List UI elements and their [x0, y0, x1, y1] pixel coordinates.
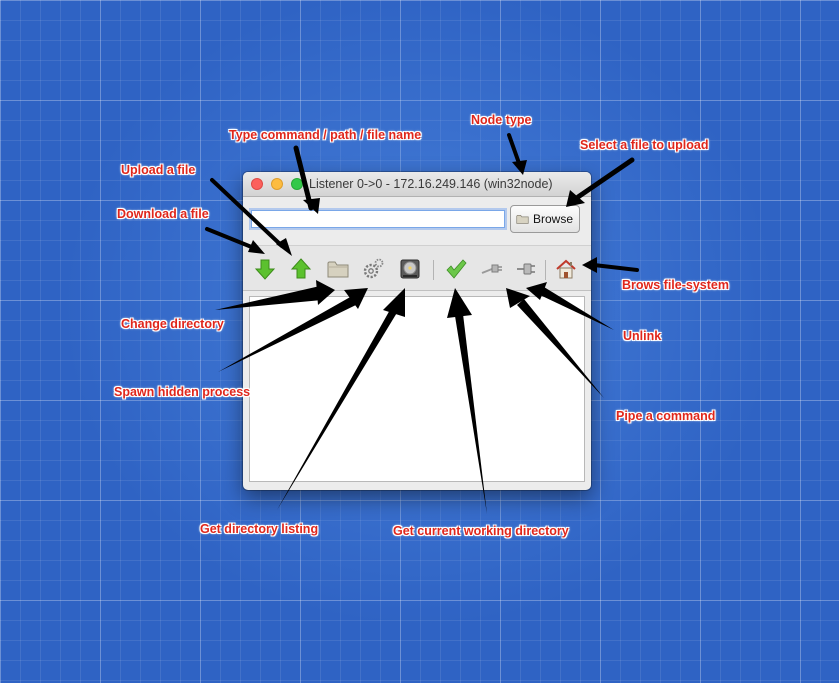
- label-pipe-command: Pipe a command: [616, 409, 716, 423]
- folder-icon: [516, 215, 529, 224]
- window-title: Listener 0->0 - 172.16.249.146 (win32nod…: [309, 177, 553, 191]
- command-input[interactable]: [251, 210, 505, 228]
- toolbar-separator: [433, 260, 434, 280]
- label-type-command: Type command / path / file name: [229, 128, 422, 142]
- toolbar: [243, 245, 591, 291]
- label-upload-file: Upload a file: [121, 163, 196, 177]
- label-change-dir: Change directory: [121, 317, 224, 331]
- listener-window: Listener 0->0 - 172.16.249.146 (win32nod…: [243, 172, 591, 490]
- upload-arrow-icon[interactable]: [290, 258, 312, 280]
- label-spawn-hidden: Spawn hidden process: [114, 385, 251, 399]
- title-bar[interactable]: Listener 0->0 - 172.16.249.146 (win32nod…: [243, 172, 591, 197]
- output-panel[interactable]: [249, 296, 585, 482]
- folder-icon[interactable]: [327, 258, 349, 280]
- unplugged-cable-icon[interactable]: [481, 258, 503, 280]
- close-window-button[interactable]: [251, 178, 263, 190]
- browse-button[interactable]: Browse: [510, 205, 580, 233]
- house-icon[interactable]: [555, 258, 577, 280]
- minimize-window-button[interactable]: [271, 178, 283, 190]
- maximize-window-button[interactable]: [291, 178, 303, 190]
- gears-icon[interactable]: [362, 258, 384, 280]
- label-node-type: Node type: [471, 113, 532, 127]
- download-arrow-icon[interactable]: [254, 258, 276, 280]
- label-get-cwd: Get current working directory: [393, 524, 569, 538]
- browse-button-label: Browse: [532, 212, 573, 226]
- plug-icon[interactable]: [516, 258, 538, 280]
- label-brows-fs: Brows file-system: [622, 278, 729, 292]
- label-get-listing: Get directory listing: [200, 522, 319, 536]
- label-select-file: Select a file to upload: [580, 138, 709, 152]
- label-unlink: Unlink: [623, 329, 662, 343]
- label-download-file: Download a file: [117, 207, 209, 221]
- hard-drive-icon[interactable]: [399, 258, 421, 280]
- checkmark-icon[interactable]: [445, 258, 467, 280]
- toolbar-separator: [545, 260, 546, 280]
